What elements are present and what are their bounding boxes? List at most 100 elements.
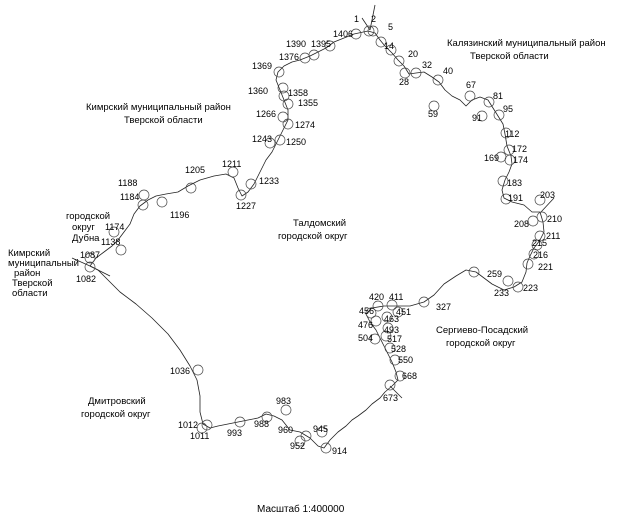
boundary-point-marker: [418, 296, 430, 308]
boundary-point-marker: [196, 422, 208, 434]
junction-tick: [389, 385, 403, 399]
boundary-point-marker: [432, 74, 444, 86]
boundary-point-label: 67: [466, 80, 476, 90]
boundary-point-marker: [115, 244, 127, 256]
boundary-point-label: 673: [383, 393, 398, 403]
boundary-point-label: 1250: [286, 137, 306, 147]
boundary-point-marker: [280, 404, 292, 416]
boundary-point-marker: [389, 354, 401, 366]
boundary-point-marker: [522, 258, 534, 270]
boundary-point-marker: [527, 215, 539, 227]
boundary-point-marker: [245, 178, 257, 190]
boundary-point-marker: [308, 49, 320, 61]
boundary-point-marker: [363, 25, 375, 37]
region-label-dubna: городской округ Дубна: [66, 211, 113, 244]
boundary-point-label: 172: [512, 144, 527, 154]
boundary-point-label: 95: [503, 104, 513, 114]
boundary-point-marker: [294, 435, 306, 447]
boundary-point-marker: [381, 311, 393, 323]
boundary-point-label: 81: [493, 91, 503, 101]
boundary-point-marker: [534, 194, 546, 206]
boundary-point-label: 960: [278, 425, 293, 435]
boundary-point-label: 20: [408, 49, 418, 59]
boundary-point-marker: [137, 199, 149, 211]
boundary-point-label: 223: [523, 283, 538, 293]
boundary-point-label: 504: [358, 333, 373, 343]
boundary-point-marker: [394, 370, 406, 382]
boundary-point-marker: [380, 330, 392, 342]
boundary-point-label: 983: [276, 396, 291, 406]
boundary-point-label: 1227: [236, 201, 256, 211]
boundary-point-marker: [156, 196, 168, 208]
boundary-point-marker: [282, 98, 294, 110]
boundary-point-marker: [392, 306, 404, 318]
boundary-point-marker: [500, 127, 512, 139]
boundary-point-label: 420: [369, 292, 384, 302]
boundary-point-marker: [502, 275, 514, 287]
boundary-point-label: 1036: [170, 366, 190, 376]
boundary-point-label: 1233: [259, 176, 279, 186]
boundary-point-label: 327: [436, 302, 451, 312]
boundary-point-label: 259: [487, 269, 502, 279]
boundary-point-label: 14: [384, 41, 394, 51]
boundary-point-label: 1012: [178, 420, 198, 430]
boundary-point-label: 1406: [333, 29, 353, 39]
boundary-point-label: 1: [354, 14, 359, 24]
boundary-point-label: 550: [398, 355, 413, 365]
boundary-point-label: 517: [387, 334, 402, 344]
boundary-point-marker: [299, 52, 311, 64]
boundary-point-marker: [384, 379, 396, 391]
boundary-point-label: 993: [227, 428, 242, 438]
boundary-point-label: 59: [428, 109, 438, 119]
taldom-boundary-line: [89, 30, 545, 449]
boundary-point-label: 5: [388, 22, 393, 32]
boundary-point-label: 456: [359, 306, 374, 316]
boundary-point-marker: [512, 281, 524, 293]
boundary-point-marker: [476, 110, 488, 122]
boundary-point-label: 952: [290, 441, 305, 451]
boundary-point-label: 1138: [101, 237, 120, 247]
region-label-kalyazin: Калязинский муниципальный район Тверской…: [447, 38, 608, 62]
boundary-points: [84, 25, 548, 454]
boundary-point-marker: [528, 248, 540, 260]
boundary-point-label: 183: [507, 178, 522, 188]
boundary-point-marker: [227, 166, 239, 178]
boundary-point-label: 191: [508, 193, 523, 203]
boundary-point-marker: [464, 90, 476, 102]
boundary-point-label: 1087: [80, 250, 100, 260]
boundary-point-marker: [192, 364, 204, 376]
boundary-point-label: 528: [391, 344, 406, 354]
boundary-point-label: 1205: [185, 165, 205, 175]
boundary-point-marker: [385, 44, 397, 56]
boundary-point-marker: [500, 193, 512, 205]
boundary-point-marker: [277, 111, 289, 123]
boundary-point-marker: [84, 261, 96, 273]
boundary-point-label: 1243: [252, 134, 272, 144]
boundary-point-label: 208: [514, 219, 529, 229]
boundary-point-marker: [386, 299, 398, 311]
boundary-point-label: 1082: [76, 274, 96, 284]
boundary-point-marker: [274, 134, 286, 146]
boundary-point-marker: [410, 67, 422, 79]
boundary-point-label: 1211: [222, 159, 241, 169]
boundary-point-marker: [320, 442, 332, 454]
boundary-point-label: 1188: [118, 178, 137, 188]
boundary-point-label: 988: [254, 419, 269, 429]
boundary-point-marker: [468, 266, 480, 278]
boundary-point-marker: [273, 66, 285, 78]
boundary-point-marker: [384, 342, 396, 354]
junction-tick: [369, 4, 376, 31]
boundary-point-marker: [369, 333, 381, 345]
boundary-point-marker: [235, 189, 247, 201]
boundary-point-label: 174: [513, 155, 528, 165]
boundary-point-label: 40: [443, 66, 453, 76]
boundary-point-marker: [536, 211, 548, 223]
boundary-point-marker: [399, 67, 411, 79]
map-scale: Масштаб 1:400000: [257, 503, 345, 515]
boundary-point-label: 451: [396, 307, 411, 317]
junction-tick: [89, 265, 111, 277]
boundary-point-label: 28: [399, 77, 409, 87]
boundary-point-label: 1266: [256, 109, 276, 119]
boundary-point-label: 1274: [295, 120, 315, 130]
